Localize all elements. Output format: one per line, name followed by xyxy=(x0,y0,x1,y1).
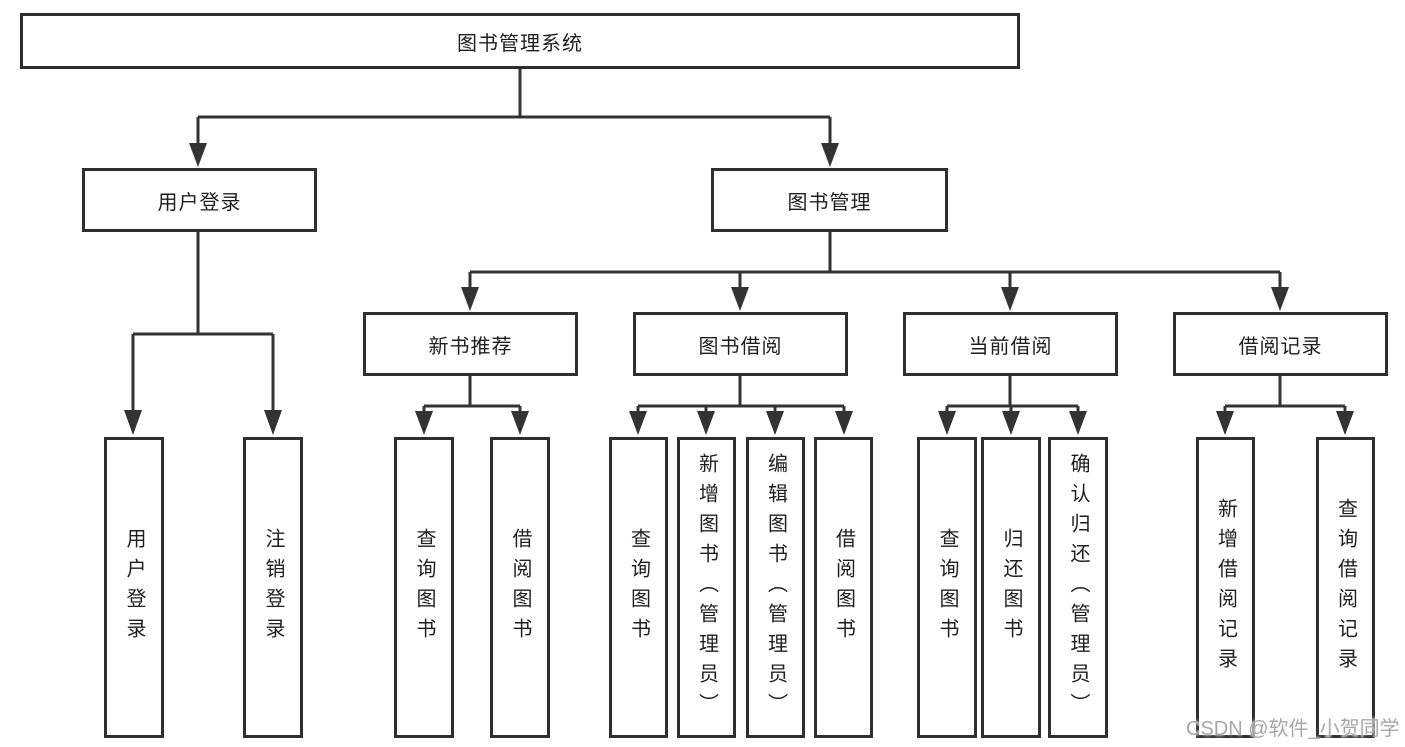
arrowhead-user-login xyxy=(189,143,207,167)
leaf-confirm-return-admin-label: 确认归还（管理员） xyxy=(1067,452,1089,723)
arrowhead-book-borrow xyxy=(731,287,749,311)
leaf-borrow-query-books: 查询图书 xyxy=(609,437,668,738)
leaf-return-book-label: 归还图书 xyxy=(1000,527,1022,648)
node-new-book-recommend: 新书推荐 xyxy=(363,312,578,376)
node-book-management-label: 图书管理 xyxy=(787,191,872,214)
arrowhead-borrow-edit xyxy=(766,411,784,435)
node-borrow-records: 借阅记录 xyxy=(1173,312,1388,376)
leaf-add-book-admin-label: 新增图书（管理员） xyxy=(695,452,718,723)
node-root-label: 图书管理系统 xyxy=(457,32,583,55)
arrowhead-borrow-records xyxy=(1271,287,1289,311)
arrowhead-leaf-user-login xyxy=(124,410,142,435)
node-borrow-records-label: 借阅记录 xyxy=(1238,335,1323,358)
node-new-book-recommend-label: 新书推荐 xyxy=(428,335,513,358)
node-current-borrow: 当前借阅 xyxy=(903,312,1118,376)
connector-book-management-group xyxy=(468,232,1282,288)
leaf-recommend-borrow-books-label: 借阅图书 xyxy=(509,527,531,648)
leaf-user-login-label: 用户登录 xyxy=(123,527,145,648)
arrowhead-current-confirm xyxy=(1069,411,1087,435)
node-book-borrow-label: 图书借阅 xyxy=(698,335,783,358)
leaf-confirm-return-admin: 确认归还（管理员） xyxy=(1048,437,1108,738)
leaf-borrow-books-label: 借阅图书 xyxy=(832,527,855,648)
leaf-add-borrow-record: 新增借阅记录 xyxy=(1196,437,1255,738)
leaf-recommend-query-books: 查询图书 xyxy=(394,437,454,738)
leaf-edit-book-admin-label: 编辑图书（管理员） xyxy=(764,452,787,723)
node-user-login-label: 用户登录 xyxy=(157,191,242,214)
connector-root-to-level2 xyxy=(196,69,832,144)
leaf-borrow-books: 借阅图书 xyxy=(814,437,873,738)
arrowhead-book-management xyxy=(821,143,839,167)
arrowhead-current-borrow xyxy=(1001,287,1019,311)
arrowhead-recommend-query xyxy=(415,411,433,435)
connector-recommend-group xyxy=(422,376,522,412)
leaf-return-book: 归还图书 xyxy=(981,437,1041,738)
arrowhead-current-return xyxy=(1002,411,1020,435)
arrowhead-records-query xyxy=(1336,411,1354,435)
csdn-watermark: CSDN @软件_小贺同学 xyxy=(1186,718,1400,740)
arrowhead-borrow-add xyxy=(697,411,715,435)
leaf-current-query-books-label: 查询图书 xyxy=(936,527,958,648)
leaf-current-query-books: 查询图书 xyxy=(917,437,977,738)
node-user-login: 用户登录 xyxy=(82,168,317,232)
leaf-recommend-query-books-label: 查询图书 xyxy=(413,527,435,648)
leaf-add-book-admin: 新增图书（管理员） xyxy=(677,437,736,738)
leaf-add-borrow-record-label: 新增借阅记录 xyxy=(1214,497,1237,678)
leaf-query-borrow-record-label: 查询借阅记录 xyxy=(1334,497,1357,678)
leaf-edit-book-admin: 编辑图书（管理员） xyxy=(746,437,805,738)
node-current-borrow-label: 当前借阅 xyxy=(968,335,1053,358)
leaf-borrow-query-books-label: 查询图书 xyxy=(627,527,650,648)
leaf-user-login: 用户登录 xyxy=(104,437,164,738)
node-book-management: 图书管理 xyxy=(711,168,948,232)
arrowhead-current-query xyxy=(938,411,956,435)
leaf-recommend-borrow-books: 借阅图书 xyxy=(490,437,550,738)
leaf-query-borrow-record: 查询借阅记录 xyxy=(1316,437,1375,738)
connector-user-login-group xyxy=(131,232,275,411)
arrowhead-recommend-borrow xyxy=(511,411,529,435)
arrowhead-borrow-query xyxy=(629,411,647,435)
leaf-logout-label: 注销登录 xyxy=(262,527,284,648)
connector-records-group xyxy=(1223,376,1347,412)
connector-borrow-group xyxy=(636,376,846,412)
arrowhead-borrow-borrow xyxy=(835,411,853,435)
arrowhead-new-book-recommend xyxy=(461,287,479,311)
node-book-borrow: 图书借阅 xyxy=(633,312,848,376)
arrowhead-leaf-logout xyxy=(264,410,282,435)
arrowhead-records-add xyxy=(1216,411,1234,435)
leaf-logout: 注销登录 xyxy=(243,437,303,738)
connector-current-group xyxy=(945,376,1080,412)
node-root: 图书管理系统 xyxy=(20,13,1020,69)
